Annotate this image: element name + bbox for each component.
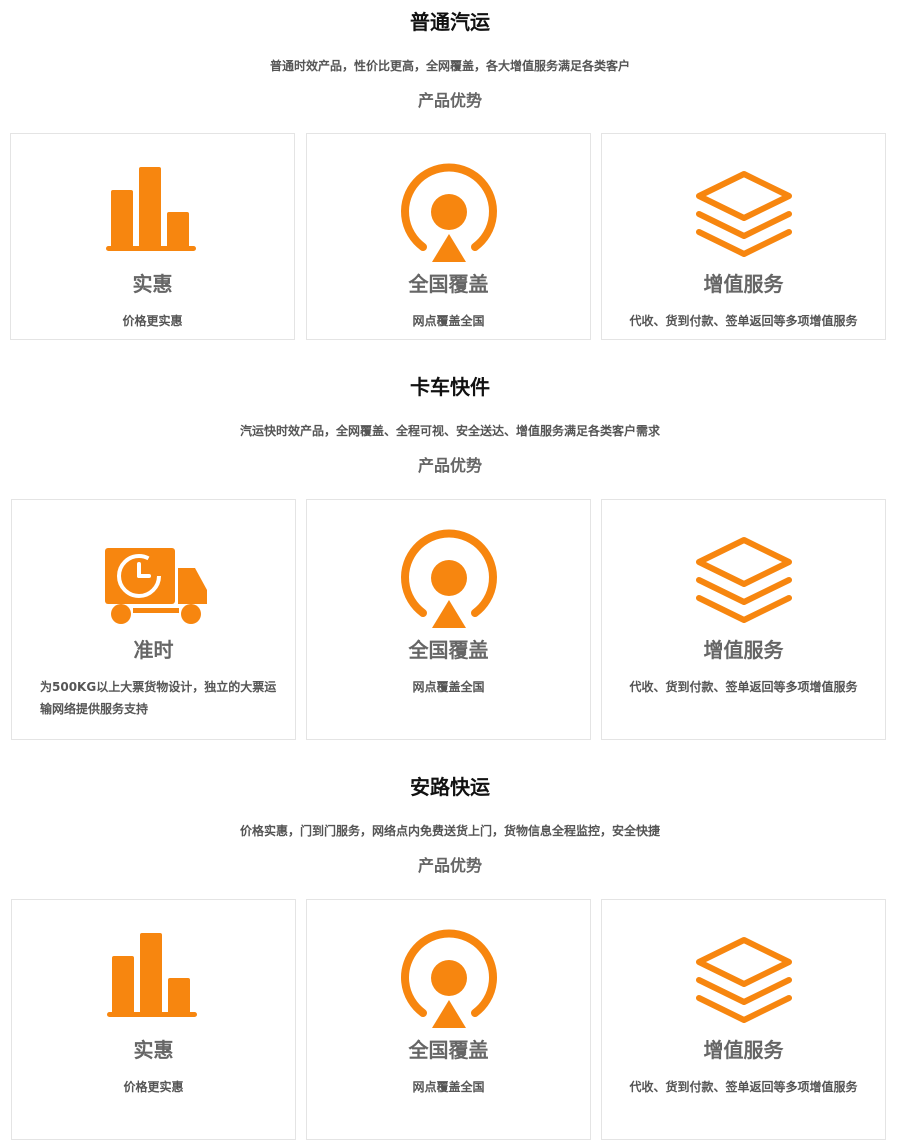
card-title: 增值服务 xyxy=(703,1038,784,1062)
card-title: 准时 xyxy=(133,638,174,662)
card-affordable[interactable]: 实惠 价格更实惠 xyxy=(10,133,295,340)
card-title: 实惠 xyxy=(133,1038,174,1062)
card-title: 增值服务 xyxy=(703,638,784,662)
location-pin-icon xyxy=(394,928,504,1028)
card-description: 网点覆盖全国 xyxy=(412,314,485,328)
card-value-added[interactable]: 增值服务 代收、货到付款、签单返回等多项增值服务 xyxy=(601,499,886,740)
card-description: 价格更实惠 xyxy=(122,314,183,328)
advantages-heading: 产品优势 xyxy=(417,91,482,110)
card-description: 代收、货到付款、签单返回等多项增值服务 xyxy=(629,680,858,694)
layers-icon xyxy=(689,928,799,1028)
card-title: 全国覆盖 xyxy=(408,638,489,662)
card-nationwide[interactable]: 全国覆盖 网点覆盖全国 xyxy=(306,133,591,340)
card-title: 增值服务 xyxy=(703,272,784,296)
section-anlu-express: 安路快运 价格实惠，门到门服务，网络点内免费送货上门，货物信息全程监控，安全快捷… xyxy=(0,765,900,1145)
card-title: 全国覆盖 xyxy=(408,272,489,296)
bar-chart-icon xyxy=(98,162,208,262)
card-title: 全国覆盖 xyxy=(408,1038,489,1062)
layers-icon xyxy=(689,162,799,262)
card-nationwide[interactable]: 全国覆盖 网点覆盖全国 xyxy=(306,499,591,740)
section-title: 普通汽运 xyxy=(410,10,490,34)
card-value-added[interactable]: 增值服务 代收、货到付款、签单返回等多项增值服务 xyxy=(601,899,886,1140)
card-description: 价格更实惠 xyxy=(123,1080,184,1094)
card-description: 代收、货到付款、签单返回等多项增值服务 xyxy=(629,1080,858,1094)
card-title: 实惠 xyxy=(132,272,173,296)
section-normal-freight: 普通汽运 普通时效产品，性价比更高，全网覆盖，各大增值服务满足各类客户 产品优势… xyxy=(0,0,900,345)
section-description: 汽运快时效产品，全网覆盖、全程可视、安全送达、增值服务满足各类客户需求 xyxy=(239,424,660,438)
bar-chart-icon xyxy=(99,928,209,1028)
advantages-heading: 产品优势 xyxy=(417,856,482,875)
section-title: 卡车快件 xyxy=(410,375,490,399)
layers-icon xyxy=(689,528,799,628)
section-description: 价格实惠，门到门服务，网络点内免费送货上门，货物信息全程监控，安全快捷 xyxy=(239,824,660,838)
card-description: 网点覆盖全国 xyxy=(412,680,485,694)
card-nationwide[interactable]: 全国覆盖 网点覆盖全国 xyxy=(306,899,591,1140)
section-description: 普通时效产品，性价比更高，全网覆盖，各大增值服务满足各类客户 xyxy=(269,59,630,73)
location-pin-icon xyxy=(394,528,504,628)
card-on-time[interactable]: 准时 为500KG以上大票货物设计，独立的大票运输网络提供服务支持 xyxy=(11,499,296,740)
card-description: 为500KG以上大票货物设计，独立的大票运输网络提供服务支持 xyxy=(40,680,277,716)
section-truck-express: 卡车快件 汽运快时效产品，全网覆盖、全程可视、安全送达、增值服务满足各类客户需求… xyxy=(0,365,900,745)
card-description: 网点覆盖全国 xyxy=(412,1080,485,1094)
section-title: 安路快运 xyxy=(410,775,490,799)
location-pin-icon xyxy=(394,162,504,262)
card-value-added[interactable]: 增值服务 代收、货到付款、签单返回等多项增值服务 xyxy=(601,133,886,340)
card-description: 代收、货到付款、签单返回等多项增值服务 xyxy=(629,314,858,328)
advantages-heading: 产品优势 xyxy=(417,456,482,475)
card-affordable[interactable]: 实惠 价格更实惠 xyxy=(11,899,296,1140)
truck-clock-icon xyxy=(99,528,209,628)
